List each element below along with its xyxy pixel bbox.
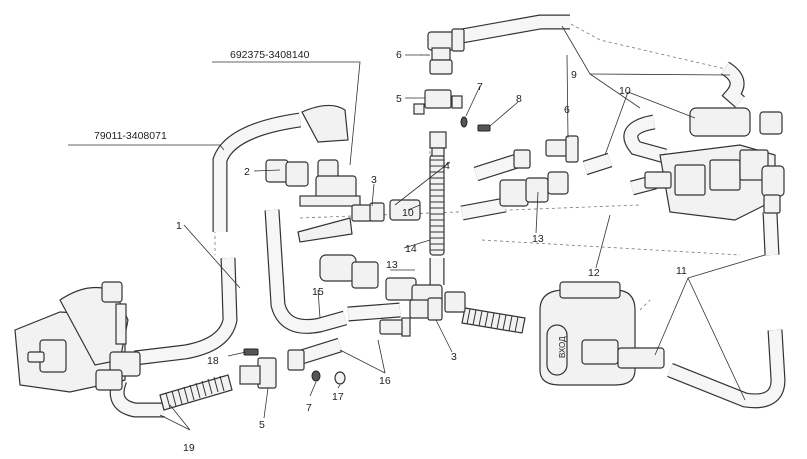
washer-7-top [460, 116, 468, 128]
callout-15: 15 [312, 286, 324, 298]
hose-mid-cross [429, 152, 613, 285]
connector-3-upper [297, 199, 421, 243]
hose-16 [289, 302, 401, 368]
callout-16: 16 [379, 375, 391, 387]
callout-11: 11 [676, 265, 687, 277]
callout-17: 17 [332, 391, 344, 403]
hose-15 [264, 209, 348, 334]
elbow-fitting-top [427, 28, 465, 75]
bolt-18 [243, 348, 259, 356]
callout-10-right: 10 [619, 85, 631, 97]
callout-13-right: 13 [532, 233, 544, 245]
part-number-labels: 79011-3408071 692375-3408140 [94, 49, 310, 142]
callout-3-lower: 3 [451, 351, 457, 363]
callout-7-upper: 7 [477, 81, 483, 93]
callout-5-upper: 5 [396, 93, 402, 105]
tank-inlet-label: ВХОД [558, 336, 567, 358]
corrugated-hose-19 [159, 374, 233, 411]
callout-6-left: 6 [396, 49, 402, 61]
hose-top-return [460, 14, 570, 44]
corrugated-hose-4 [429, 154, 445, 256]
valve-block [644, 107, 785, 221]
clamp-5 [413, 89, 463, 115]
part-number-fitting: 692375-3408140 [230, 49, 310, 61]
callout-6-right: 6 [564, 104, 570, 116]
hose-9-right [720, 61, 745, 108]
washers-7-17-bottom [311, 370, 346, 385]
callout-18: 18 [207, 355, 219, 367]
hose-11 [667, 211, 786, 409]
callout-9: 9 [571, 69, 577, 81]
hose-19 [109, 377, 165, 418]
fitting-column-4 [429, 131, 447, 157]
callout-10-left: 10 [402, 207, 414, 219]
hose-end-16 [379, 317, 411, 337]
callout-3-upper: 3 [371, 174, 377, 186]
pump-fittings-2 [265, 104, 361, 207]
tank-filter [539, 281, 665, 386]
callout-5-lower: 5 [259, 419, 265, 431]
hose-1 [134, 112, 302, 366]
callout-13-left: 13 [386, 259, 398, 271]
callout-12: 12 [588, 267, 600, 279]
bolt-8 [477, 124, 491, 132]
pump-assembly [14, 281, 141, 393]
part-number-pump-hose: 79011-3408071 [94, 130, 167, 142]
callout-7-lower: 7 [306, 402, 312, 414]
connector-3-lower [409, 291, 466, 321]
callout-1: 1 [176, 220, 182, 232]
callout-19: 19 [183, 442, 195, 454]
callout-4: 4 [444, 160, 450, 172]
elbow-fitting-right-6 [513, 135, 579, 169]
callout-14: 14 [405, 243, 417, 255]
flange-clamp-5-bottom [239, 349, 305, 389]
callout-8: 8 [516, 93, 522, 105]
callout-2: 2 [244, 166, 250, 178]
callout-labels: 1 2 3 3 4 5 5 6 6 7 7 8 9 10 10 11 12 13… [176, 49, 687, 454]
corrugated-hose-bottom [461, 307, 526, 334]
hose-10-upper [623, 114, 667, 164]
leader-lines [68, 25, 766, 431]
